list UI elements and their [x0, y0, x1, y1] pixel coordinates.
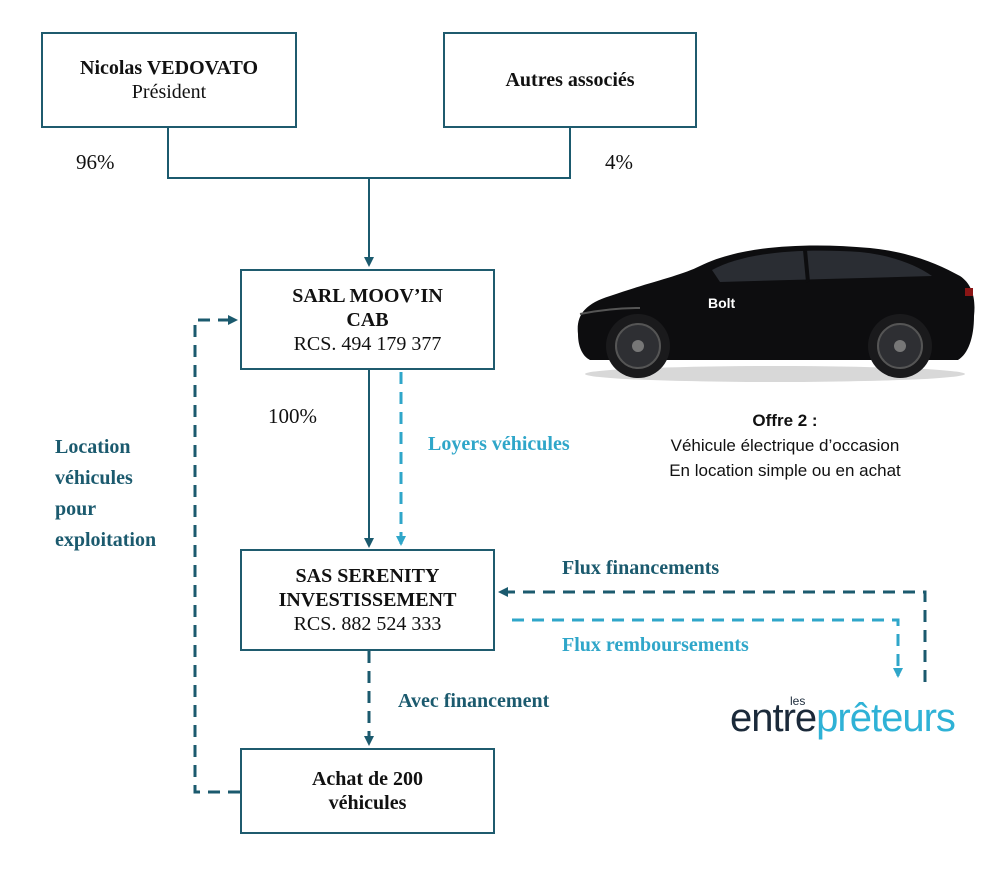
rent-label: Loyers véhicules: [428, 433, 570, 455]
associates-box: Autres associés: [443, 32, 697, 128]
vehicle-rental-label: Location véhicules pour exploitation: [55, 436, 157, 551]
associates-name: Autres associés: [505, 69, 635, 91]
financing-flow-arrow: [498, 587, 927, 682]
offer-title: Offre 2 :: [752, 411, 818, 430]
president-share: 96%: [76, 150, 115, 174]
moovin-line2: CAB: [346, 308, 389, 331]
logo-wordmark: entreprêteurs: [730, 696, 956, 740]
president-name: Nicolas VEDOVATO: [80, 57, 258, 79]
serenity-box: SAS SERENITY INVESTISSEMENT RCS. 882 524…: [240, 549, 495, 651]
vehicles-line1: Achat de 200: [311, 768, 424, 790]
moovin-box: SARL MOOV’IN CAB RCS. 494 179 377: [240, 269, 495, 370]
repayment-flow-arrow: [512, 618, 903, 678]
logo-small-text: les: [790, 694, 806, 708]
vehicles-line2: véhicules: [328, 792, 407, 814]
serenity-line1: SAS SERENITY: [295, 565, 440, 587]
serenity-rcs: RCS. 882 524 333: [293, 613, 442, 635]
moovin-line1: SARL MOOV’IN: [292, 284, 443, 307]
car-brand-badge: Bolt: [708, 295, 736, 311]
moovin-rcs: RCS. 494 179 377: [293, 332, 442, 355]
shareholding-bracket: [167, 128, 571, 179]
financing-flow-label: Flux financements: [562, 557, 720, 579]
associates-share: 4%: [605, 150, 633, 174]
serenity-ownership: 100%: [268, 404, 317, 428]
offer-line2: En location simple ou en achat: [669, 461, 901, 480]
repayment-flow-label: Flux remboursements: [562, 634, 749, 656]
offer-block: Offre 2 : Véhicule électrique d’occasion…: [640, 408, 930, 483]
offer-line1: Véhicule électrique d’occasion: [670, 436, 900, 455]
serenity-line2: INVESTISSEMENT: [278, 589, 457, 611]
vehicle-rental-arrow: [193, 315, 240, 794]
president-role: Président: [131, 81, 207, 103]
car-image: Bolt: [577, 245, 975, 382]
vehicles-box: Achat de 200 véhicules: [240, 748, 495, 834]
president-box: Nicolas VEDOVATO Président: [41, 32, 297, 128]
with-financing-label: Avec financement: [398, 690, 550, 712]
